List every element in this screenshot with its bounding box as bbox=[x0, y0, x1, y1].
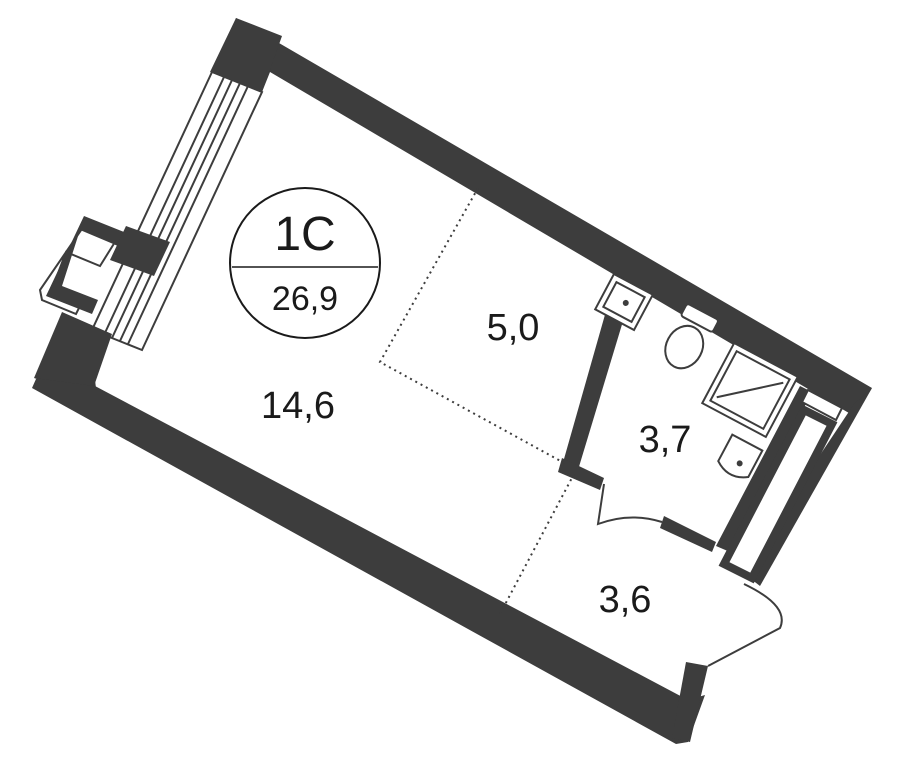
hall-area: 3,6 bbox=[599, 579, 652, 621]
bathroom-area: 3,7 bbox=[639, 419, 692, 461]
kitchen-sink-icon bbox=[593, 272, 655, 332]
bathroom-door bbox=[596, 483, 663, 526]
wall-left-top-pier bbox=[210, 18, 282, 92]
window-left bbox=[90, 70, 264, 352]
wall-entrance-jamb bbox=[672, 662, 708, 742]
hall-zone-divider bbox=[499, 473, 575, 615]
living-room-area: 14,6 bbox=[261, 385, 335, 427]
kitchen-area: 5,0 bbox=[487, 307, 540, 349]
wall-window-pier bbox=[110, 226, 170, 276]
service-shaft bbox=[800, 388, 844, 422]
wall-left-pier bbox=[34, 312, 112, 386]
wall-bathroom-right bbox=[716, 386, 812, 552]
shaft-inner bbox=[718, 404, 838, 584]
kitchen-zone-divider bbox=[378, 187, 567, 465]
wall-bottom-main bbox=[32, 370, 705, 744]
washbasin-icon bbox=[717, 433, 764, 479]
wall-bathroom-left bbox=[562, 290, 630, 470]
wall-bathroom-bottom bbox=[558, 458, 604, 490]
entrance-door bbox=[707, 583, 783, 667]
wall-bathroom-bottom-2 bbox=[660, 516, 716, 552]
shower-tray-icon bbox=[700, 341, 800, 439]
unit-badge: 1С 26,9 bbox=[229, 187, 381, 339]
total-area-label: 26,9 bbox=[272, 280, 338, 318]
toilet-icon bbox=[664, 303, 719, 370]
window-bay-frame bbox=[46, 216, 124, 314]
unit-type-label: 1С bbox=[274, 208, 335, 261]
